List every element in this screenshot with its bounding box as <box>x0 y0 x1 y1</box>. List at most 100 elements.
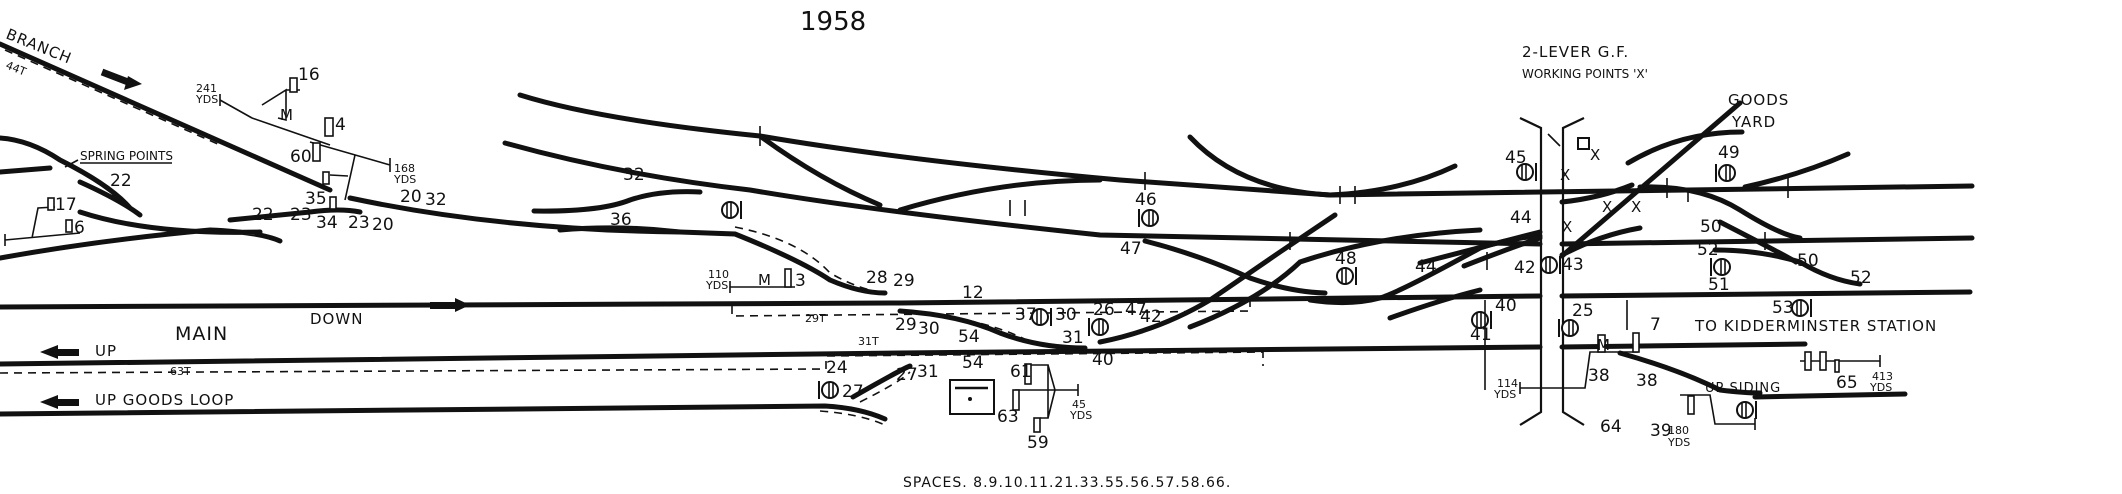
svg-text:20: 20 <box>372 215 394 235</box>
svg-text:41: 41 <box>1470 325 1492 345</box>
svg-text:42: 42 <box>1140 307 1162 327</box>
svg-text:40: 40 <box>1092 350 1114 370</box>
svg-text:65: 65 <box>1836 373 1858 393</box>
ground-frame-hut <box>1577 137 1590 150</box>
svg-text:YDS: YDS <box>393 173 416 186</box>
svg-text:22: 22 <box>252 205 274 225</box>
svg-text:YDS: YDS <box>705 279 728 292</box>
svg-text:40: 40 <box>1495 296 1517 316</box>
track-circuit-44t: 44T <box>4 59 28 79</box>
svg-text:X: X <box>1602 198 1613 216</box>
up-siding-track <box>1617 350 1908 400</box>
svg-text:3: 3 <box>795 271 806 291</box>
svg-text:22: 22 <box>110 171 132 191</box>
svg-text:63: 63 <box>997 407 1019 427</box>
svg-text:31: 31 <box>917 362 939 382</box>
svg-text:413: 413 <box>1872 370 1893 383</box>
svg-text:X: X <box>1631 198 1642 216</box>
svg-text:29: 29 <box>893 271 915 291</box>
svg-text:17: 17 <box>55 195 77 215</box>
svg-text:45: 45 <box>1072 398 1086 411</box>
svg-text:YDS: YDS <box>1667 436 1690 449</box>
svg-text:50: 50 <box>1797 251 1819 271</box>
svg-text:29: 29 <box>895 315 917 335</box>
svg-text:YDS: YDS <box>1493 388 1516 401</box>
svg-text:X: X <box>1562 218 1573 236</box>
svg-text:39: 39 <box>1650 421 1672 441</box>
svg-text:M: M <box>758 271 772 289</box>
svg-text:49: 49 <box>1718 143 1740 163</box>
svg-text:52: 52 <box>1850 268 1872 288</box>
bridge-right <box>1561 117 1585 426</box>
semaphore-signals <box>4 68 1881 433</box>
svg-text:34: 34 <box>316 213 338 233</box>
svg-text:YDS: YDS <box>1869 381 1892 394</box>
arrow-down <box>455 298 470 312</box>
svg-text:50: 50 <box>1700 217 1722 237</box>
loop-28 <box>677 229 888 296</box>
track-circuit-31t: 31T <box>858 335 879 348</box>
signal-46 <box>1138 208 1159 228</box>
up-siding-label: UP SIDING <box>1705 381 1781 396</box>
signal-24 <box>818 380 839 400</box>
main-label: MAIN <box>175 323 228 345</box>
diagram-year: 1958 <box>800 7 866 37</box>
svg-text:YDS: YDS <box>195 93 218 106</box>
signal-36 <box>721 200 742 220</box>
svg-text:25: 25 <box>1572 301 1594 321</box>
svg-text:YDS: YDS <box>1069 409 1092 422</box>
svg-text:32: 32 <box>425 190 447 210</box>
svg-text:20: 20 <box>400 187 422 207</box>
svg-text:YARD: YARD <box>1731 113 1776 131</box>
svg-text:28: 28 <box>866 268 888 288</box>
yard-curves <box>1187 134 1458 198</box>
svg-text:26: 26 <box>1093 300 1115 320</box>
ground-frame-note: WORKING POINTS 'X' <box>1522 67 1648 81</box>
up-main-track <box>0 341 1808 367</box>
svg-text:47: 47 <box>1120 239 1142 259</box>
svg-text:64: 64 <box>1600 417 1622 437</box>
svg-text:X: X <box>1590 146 1601 164</box>
up-label: UP <box>95 342 117 360</box>
svg-text:46: 46 <box>1135 190 1157 210</box>
svg-text:59: 59 <box>1027 433 1049 453</box>
svg-text:30: 30 <box>1055 305 1077 325</box>
destination-label: TO KIDDERMINSTER STATION <box>1694 317 1937 335</box>
goods-yard-tracks <box>1559 100 1863 287</box>
crossover-27 <box>850 363 913 400</box>
svg-text:45: 45 <box>1505 148 1527 168</box>
svg-text:48: 48 <box>1335 249 1357 269</box>
svg-text:47: 47 <box>1125 300 1147 320</box>
svg-text:X: X <box>1560 166 1571 184</box>
branch-lower-track <box>0 135 683 261</box>
signal-49 <box>1715 163 1736 183</box>
svg-text:61: 61 <box>1010 362 1032 382</box>
siding-32 <box>531 189 703 214</box>
svg-text:110: 110 <box>708 268 729 281</box>
svg-text:16: 16 <box>298 65 320 85</box>
svg-text:52: 52 <box>1697 240 1719 260</box>
svg-text:23: 23 <box>348 213 370 233</box>
svg-text:12: 12 <box>962 283 984 303</box>
svg-text:44: 44 <box>1510 208 1532 228</box>
crossover-upper <box>757 133 1103 213</box>
svg-text:60: 60 <box>290 147 312 167</box>
svg-text:168: 168 <box>394 162 415 175</box>
bridge-left <box>1519 117 1543 426</box>
svg-text:7: 7 <box>1650 315 1661 335</box>
siding-47 <box>1142 238 1328 296</box>
signal-26 <box>1088 317 1109 337</box>
svg-text:23: 23 <box>290 205 312 225</box>
ground-frame-title: 2-LEVER G.F. <box>1522 43 1629 61</box>
spring-points-note: SPRING POINTS <box>80 149 173 163</box>
svg-text:31: 31 <box>1062 328 1084 348</box>
goods-yard-label: GOODS <box>1728 91 1789 109</box>
track-circuits <box>0 49 1264 426</box>
upper-track-1 <box>517 92 1975 198</box>
signal-53 <box>1791 298 1812 318</box>
down-main-track <box>0 289 1973 310</box>
upper-track-2 <box>502 140 1975 247</box>
svg-text:32: 32 <box>623 165 645 185</box>
svg-text:30: 30 <box>918 319 940 339</box>
